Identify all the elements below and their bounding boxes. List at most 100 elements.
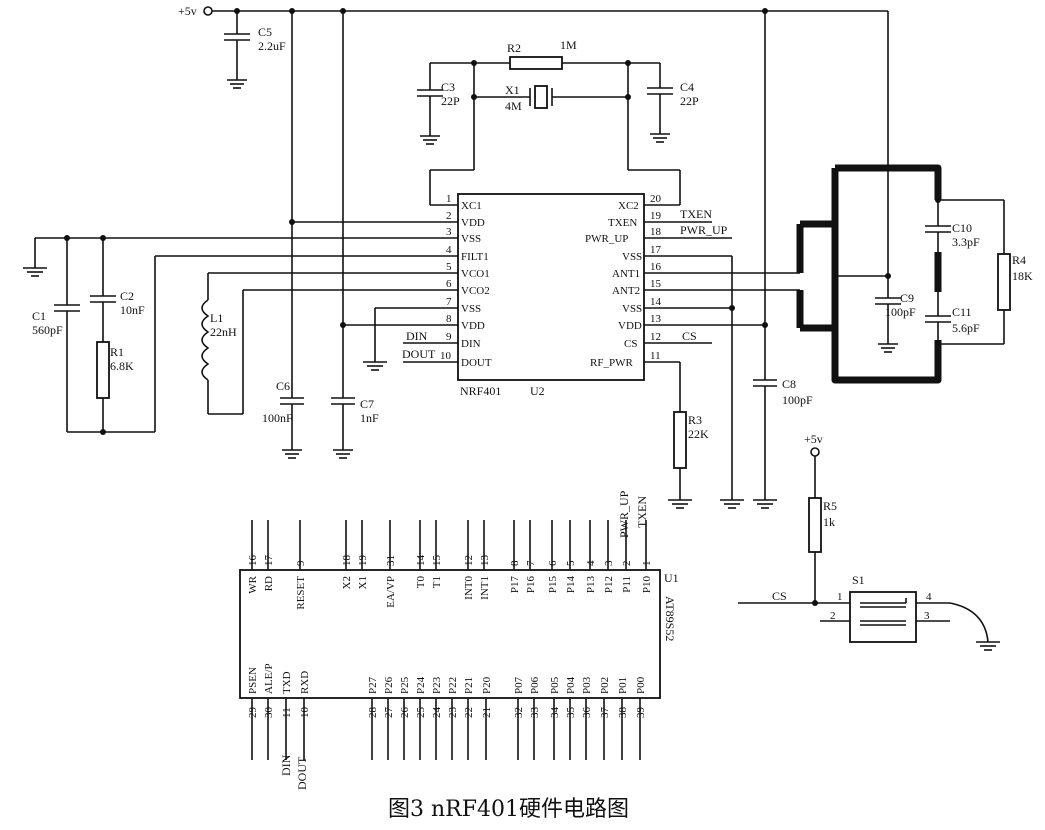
c10-ref: C10 [952, 221, 972, 235]
u2-pin-num: 8 [446, 313, 452, 325]
gnd-vss-right [720, 256, 744, 509]
u2-nrf401: NRF401 U2 1 XC1 2 VDD 3 VSS 4 FILT1 5 VC… [35, 193, 800, 398]
u1-pin-num: 5 [565, 560, 577, 566]
u1-pin-num: 23 [447, 707, 459, 719]
u1-pin-num: 27 [383, 707, 395, 719]
u2-net-pwr-up: PWR_UP [680, 223, 728, 237]
u1-at89s52: U1 AT89S52 16WR17RD9RESET18X219X131EA/VP… [239, 490, 679, 790]
u1-pin-num: 28 [367, 707, 379, 719]
u2-ref: U2 [530, 384, 545, 398]
u1-pin-name: P26 [383, 676, 395, 694]
crystal-section: R2 1M X1 4M C3 22P C4 22P [417, 38, 699, 205]
r5-value: 1k [823, 515, 835, 529]
u2-pin-num: 19 [650, 210, 662, 222]
u1-pin-num: 39 [635, 707, 647, 719]
u1-pin-name: X2 [341, 576, 353, 589]
u2-pin-num: 1 [446, 193, 452, 205]
u2-pin-num: 18 [650, 226, 662, 238]
u1-net-dout: DOUT [295, 756, 309, 790]
u1-pin-num: 13 [479, 555, 491, 567]
r4-ref: R4 [1012, 253, 1026, 267]
u1-pin-num: 22 [463, 707, 475, 718]
u1-pin-name: EA/VP [385, 576, 397, 608]
u1-pin-name: ALE/P [263, 663, 275, 694]
c7-value: 1nF [360, 411, 379, 425]
u1-bottom-pins: 29PSEN30ALE/P11TXD10RXD28P2727P2626P2525… [247, 663, 647, 760]
u1-pin-num: 32 [513, 707, 525, 718]
u1-pin-name: P07 [513, 676, 525, 694]
u2-pin-name: DOUT [461, 357, 492, 369]
figure-caption: 图3 nRF401硬件电路图 [388, 797, 629, 822]
u1-pin-num: 35 [565, 707, 577, 719]
c9-ref: C9 [900, 291, 914, 305]
resistor-r3-group: R3 22K [668, 362, 709, 509]
u2-pin-name: VDD [618, 320, 642, 332]
x1-ref: X1 [505, 83, 520, 97]
switch-s1-group: +5v R5 1k CS S1 1 2 3 4 [738, 432, 1000, 651]
switch-s1 [849, 591, 917, 643]
u1-pin-num: 4 [585, 560, 597, 566]
u1-pin-name: RESET [295, 576, 307, 610]
c6-ref: C6 [276, 379, 290, 393]
r3-value: 22K [688, 427, 709, 441]
u1-pin-name: INT1 [479, 576, 491, 600]
u1-pin-name: P06 [529, 676, 541, 694]
u1-pin-num: 19 [357, 555, 369, 567]
u2-pin-name: VSS [622, 251, 642, 263]
u1-pin-name: T0 [415, 576, 427, 589]
c3-value: 22P [441, 94, 460, 108]
u2-net-txen: TXEN [680, 207, 712, 221]
u1-pin-num: 12 [463, 555, 475, 566]
u2-pin-name: VCO1 [461, 268, 490, 280]
u1-pin-num: 38 [617, 707, 629, 719]
u2-pin-name: TXEN [608, 217, 637, 229]
u2-pin-name: CS [624, 338, 637, 350]
u2-name: NRF401 [460, 384, 501, 398]
u1-pin-name: P20 [481, 676, 493, 694]
u2-pin-name: VSS [622, 303, 642, 315]
u1-pin-name: P15 [547, 576, 559, 594]
c4-ref: C4 [680, 80, 694, 94]
u2-pin-num: 17 [650, 244, 662, 256]
resistor-r4 [997, 253, 1011, 311]
resistor-r1 [96, 341, 110, 399]
u2-pin-num: 7 [446, 296, 452, 308]
c5-ref: C5 [258, 25, 272, 39]
u2-pin-name: DIN [461, 338, 481, 350]
u1-pin-num: 17 [263, 555, 275, 567]
u1-pin-name: TXD [281, 671, 293, 694]
u1-pin-name: P13 [585, 576, 597, 594]
u2-pin-name: VSS [461, 233, 481, 245]
capacitor-c6: C6 100nF [262, 379, 304, 459]
c2-value: 10nF [120, 303, 145, 317]
u2-pin-name: ANT1 [612, 268, 640, 280]
u2-pin-name: VDD [461, 320, 485, 332]
u1-pin-name: P11 [621, 576, 633, 593]
u2-pin-num: 4 [446, 244, 452, 256]
u1-pin-name: P27 [367, 676, 379, 694]
c2-ref: C2 [120, 289, 134, 303]
loop-filter: C1 560pF C2 10nF R1 6.8K [23, 235, 156, 435]
u2-pin-name: ANT2 [612, 285, 640, 297]
u1-pin-name: P12 [603, 576, 615, 593]
u1-pin-name: P03 [581, 676, 593, 694]
u1-name: AT89S52 [663, 596, 677, 641]
c9-value: 100pF [885, 305, 916, 319]
vcc-top-label: +5v [178, 4, 197, 18]
u2-pin-name: RF_PWR [590, 357, 633, 369]
u2-pin-num: 12 [650, 331, 661, 343]
u1-ref: U1 [664, 571, 679, 585]
u2-pin-name: XC1 [461, 200, 482, 212]
u1-pin-num: 31 [385, 555, 397, 566]
r4-value: 18K [1012, 269, 1033, 283]
u2-pin-name: FILT1 [461, 251, 489, 263]
u1-pin-name: P24 [415, 676, 427, 694]
u1-pin-name: P17 [509, 576, 521, 594]
capacitor-c7: C7 1nF [331, 397, 379, 459]
u1-pin-num: 10 [299, 707, 311, 719]
u1-net-din: DIN [279, 754, 293, 776]
r1-value: 6.8K [110, 359, 134, 373]
r3-ref: R3 [688, 413, 702, 427]
s1-pin: 1 [837, 591, 843, 603]
